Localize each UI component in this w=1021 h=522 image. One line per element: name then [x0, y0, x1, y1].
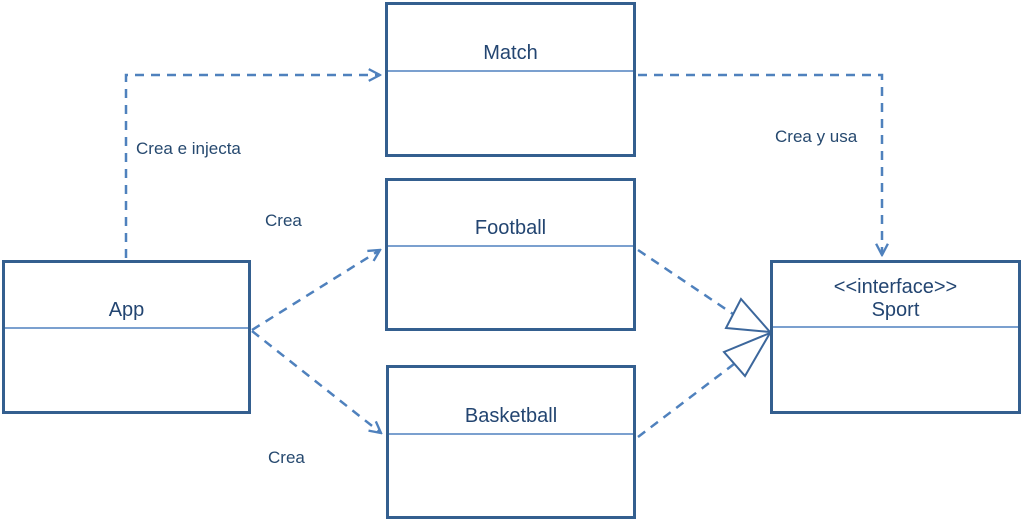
class-body-app — [5, 329, 248, 411]
class-name-basketball: Basketball — [464, 405, 558, 427]
relation-label-crea-y-usa: Crea y usa — [775, 127, 858, 146]
realization-line-football-sport — [637, 248, 734, 316]
class-box-app: App — [2, 260, 251, 414]
class-body-match — [388, 72, 633, 154]
dependency-arrow-match-sport — [638, 73, 882, 255]
relation-label-crea-basketball: Crea — [268, 448, 305, 467]
class-name-app: App — [108, 299, 145, 321]
class-title-football: Football — [388, 181, 633, 247]
class-name-match: Match — [483, 42, 538, 64]
class-box-basketball: Basketball — [386, 365, 636, 519]
dependency-arrow-app-match — [124, 75, 380, 258]
class-box-sport: <<interface>> Sport — [770, 260, 1021, 414]
class-body-sport — [773, 328, 1018, 411]
relation-label-crea-e-injecta: Crea e injecta — [136, 139, 241, 158]
class-title-app: App — [5, 263, 248, 329]
class-name-football: Football — [474, 217, 547, 239]
realization-triangle-basketball-sport — [722, 330, 773, 378]
dependency-arrow-app-basketball — [251, 330, 381, 433]
class-box-match: Match — [385, 2, 636, 157]
class-box-football: Football — [385, 178, 636, 331]
class-stereotype-sport: <<interface>> — [833, 276, 958, 298]
class-body-basketball — [389, 435, 633, 516]
class-title-sport: <<interface>> Sport — [773, 263, 1018, 328]
realization-line-basketball-sport — [637, 363, 735, 438]
relation-label-crea-football: Crea — [265, 211, 302, 230]
class-title-match: Match — [388, 5, 633, 72]
class-name-sport: Sport — [871, 299, 920, 321]
class-body-football — [388, 247, 633, 328]
class-title-basketball: Basketball — [389, 368, 633, 435]
dependency-arrow-app-football — [251, 250, 380, 332]
realization-triangle-football-sport — [724, 297, 773, 334]
